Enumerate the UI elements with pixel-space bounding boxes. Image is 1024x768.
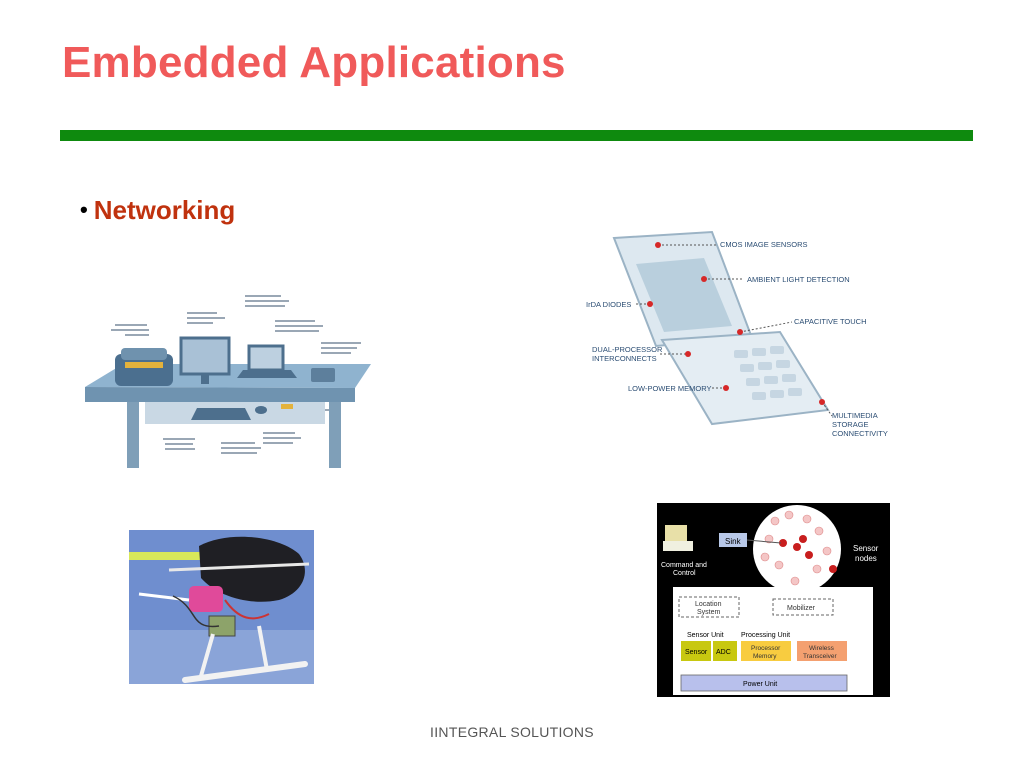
transceiver-label-1: Wireless <box>809 645 835 652</box>
callout-cmos: CMOS IMAGE SENSORS <box>720 240 808 249</box>
mobilizer-label: Mobilizer <box>787 605 816 612</box>
title-divider <box>60 130 973 141</box>
sink-label: Sink <box>725 537 742 546</box>
slide-title: Embedded Applications <box>62 38 566 87</box>
processor-label-2: Memory <box>753 653 777 660</box>
sensor-nodes-label-2: nodes <box>855 554 877 563</box>
callout-storage: STORAGE <box>832 420 869 429</box>
helicopter-photo <box>129 530 314 684</box>
bullet-networking: •Networking <box>80 195 235 226</box>
callout-irda: IrDA DIODES <box>586 300 631 309</box>
callout-multimedia: MULTIMEDIA <box>832 411 878 420</box>
adc-box-label: ADC <box>716 649 731 656</box>
sensor-unit-label: Sensor Unit <box>687 632 724 639</box>
processor-label-1: Processor <box>751 645 781 652</box>
bullet-text: Networking <box>93 195 236 225</box>
sensor-nodes-label-1: Sensor <box>853 544 879 553</box>
footer-company: IINTEGRAL SOLUTIONS <box>430 724 594 740</box>
processing-unit-label: Processing Unit <box>741 632 790 639</box>
command-label-1: Command and <box>661 562 707 569</box>
bullet-dot-icon: • <box>80 197 88 222</box>
desk-peripherals-image <box>85 292 371 468</box>
power-unit-label: Power Unit <box>743 681 777 688</box>
callout-ambient: AMBIENT LIGHT DETECTION <box>747 275 850 284</box>
callout-touch: CAPACITIVE TOUCH <box>794 317 867 326</box>
callout-dualproc: DUAL-PROCESSOR <box>592 345 663 354</box>
callout-connectivity: CONNECTIVITY <box>832 429 888 438</box>
mobile-phone-image: CMOS IMAGE SENSORS AMBIENT LIGHT DETECTI… <box>584 228 892 440</box>
callout-memory: LOW-POWER MEMORY <box>628 384 711 393</box>
location-label-1: Location <box>695 601 722 608</box>
sensor-network-diagram: Command and Control Sink Sensor nodes Lo… <box>657 503 890 697</box>
location-label-2: System <box>697 609 721 616</box>
command-label-2: Control <box>673 570 696 577</box>
transceiver-label-2: Transceiver <box>803 653 838 660</box>
callout-interconnects: INTERCONNECTS <box>592 354 657 363</box>
sensor-box-label: Sensor <box>685 649 708 656</box>
